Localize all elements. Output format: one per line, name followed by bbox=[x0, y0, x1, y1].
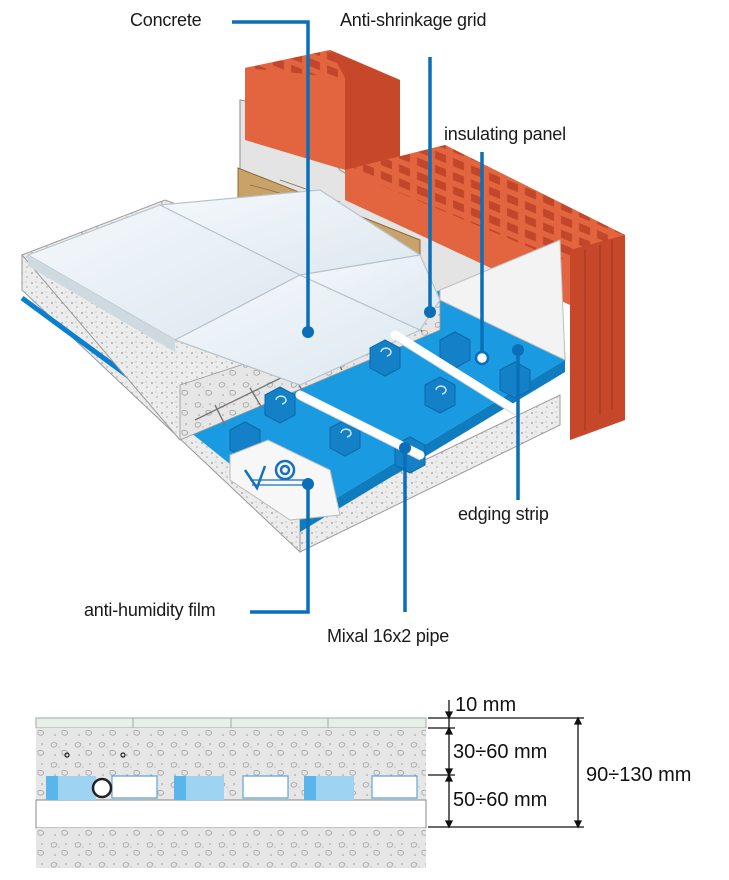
film-logo-icon bbox=[243, 459, 310, 491]
marker-film bbox=[302, 478, 314, 490]
label-pipe: Mixal 16x2 pipe bbox=[327, 626, 450, 646]
dim-finish: 10 mm bbox=[455, 694, 517, 716]
cross-section bbox=[35, 717, 427, 868]
pipe-section bbox=[91, 777, 113, 799]
dim-total: 90÷130 mm bbox=[586, 764, 692, 786]
edging-strip bbox=[439, 239, 566, 361]
leader-concrete bbox=[232, 20, 310, 330]
marker-concrete bbox=[302, 326, 314, 338]
dimension-lines bbox=[428, 700, 584, 829]
dim-screed: 30÷60 mm bbox=[453, 741, 548, 763]
floor-tiles bbox=[26, 189, 441, 386]
label-anti-shrinkage-grid: Anti-shrinkage grid bbox=[340, 10, 487, 30]
marker-edging bbox=[512, 344, 524, 356]
leader-lines bbox=[232, 20, 520, 614]
brick-wall bbox=[345, 145, 625, 440]
label-insulating-panel: insulating panel bbox=[444, 124, 566, 144]
marker-pipe bbox=[399, 442, 411, 454]
brick-top bbox=[245, 50, 400, 170]
base-slab-front bbox=[299, 394, 561, 553]
leader-film bbox=[250, 484, 310, 614]
label-concrete: Concrete bbox=[130, 10, 202, 30]
label-edging-strip: edging strip bbox=[458, 504, 549, 524]
marker-insulating bbox=[474, 350, 490, 366]
label-anti-humidity-film: anti-humidity film bbox=[84, 600, 216, 620]
dim-panel: 50÷60 mm bbox=[453, 789, 548, 811]
marker-grid bbox=[424, 306, 436, 318]
